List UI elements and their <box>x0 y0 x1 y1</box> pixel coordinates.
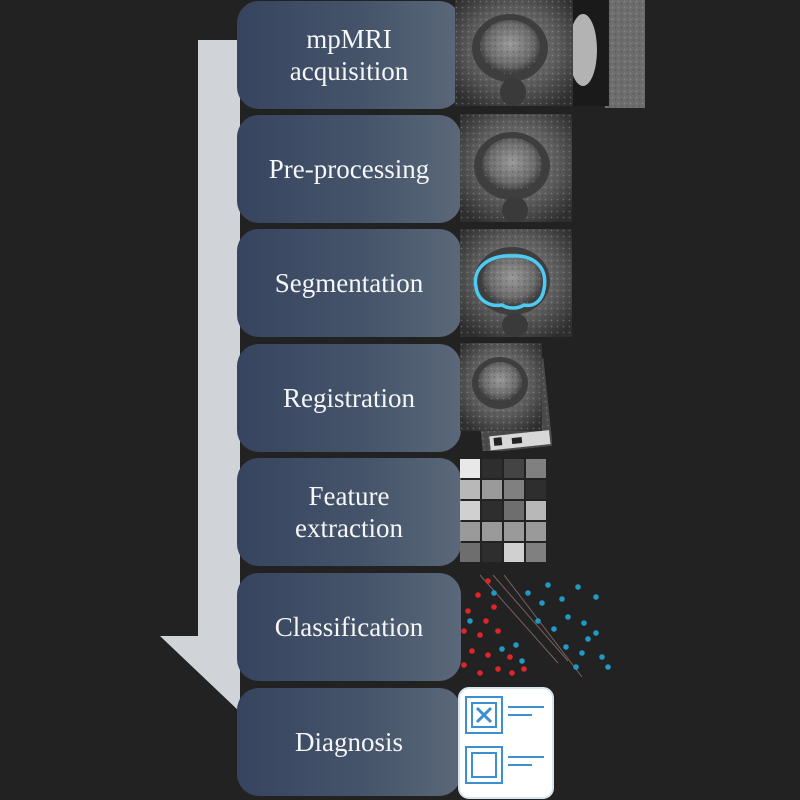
scatter-point <box>483 618 489 624</box>
feature-cell <box>482 480 502 499</box>
scatter-point <box>565 614 571 620</box>
scatter-point <box>519 658 525 664</box>
feature-cell <box>460 480 480 499</box>
scatter-point <box>585 636 591 642</box>
feature-cell <box>504 480 524 499</box>
scatter-point <box>551 626 557 632</box>
scatter-point <box>593 630 599 636</box>
scatter-point <box>521 666 527 672</box>
step-mpmri-acquisition: mpMRI acquisition <box>237 1 461 109</box>
feature-cell <box>482 501 502 520</box>
feature-grid-icon <box>460 459 546 562</box>
step-diagnosis: Diagnosis <box>237 688 461 796</box>
scatter-point <box>485 578 491 584</box>
scatter-point <box>507 654 513 660</box>
step-label: Pre-processing <box>268 154 430 184</box>
scatter-point <box>467 618 473 624</box>
scatter-point <box>599 654 605 660</box>
mri-slice-icon <box>460 114 572 222</box>
scatter-point <box>491 590 497 596</box>
scatter-point <box>581 620 587 626</box>
feature-cell <box>504 501 524 520</box>
scatter-point <box>575 584 581 590</box>
step-pre-processing: Pre-processing <box>237 115 461 223</box>
feature-cell <box>526 522 546 541</box>
feature-cell <box>482 522 502 541</box>
scatter-point <box>465 608 471 614</box>
scatter-point <box>605 664 611 670</box>
scatter-point <box>491 604 497 610</box>
report-document-icon <box>458 687 554 799</box>
feature-cell <box>504 543 524 562</box>
feature-cell <box>504 459 524 478</box>
scatter-point <box>573 664 579 670</box>
scatter-point <box>461 662 467 668</box>
scatter-point <box>477 670 483 676</box>
scatter-point <box>525 590 531 596</box>
scatter-point <box>539 600 545 606</box>
scatter-point <box>495 628 501 634</box>
feature-cell <box>482 543 502 562</box>
step-label: mpMRI acquisition <box>289 24 409 86</box>
feature-cell <box>526 459 546 478</box>
scatter-point <box>469 648 475 654</box>
step-label: Diagnosis <box>295 727 403 757</box>
scatter-point <box>475 592 481 598</box>
registered-slices-icon <box>460 343 552 451</box>
scatter-point <box>593 594 599 600</box>
scatter-point <box>499 646 505 652</box>
segmented-prostate-icon <box>460 229 572 337</box>
feature-cell <box>482 459 502 478</box>
step-label: Segmentation <box>274 268 424 298</box>
scatter-point <box>579 650 585 656</box>
scatter-point <box>513 642 519 648</box>
scatter-point <box>509 670 515 676</box>
step-classification: Classification <box>237 573 461 681</box>
scatter-point <box>545 582 551 588</box>
feature-cell <box>460 459 480 478</box>
feature-cell <box>526 480 546 499</box>
scatter-point <box>535 618 541 624</box>
feature-cell <box>460 501 480 520</box>
feature-cell <box>504 522 524 541</box>
scatter-point <box>485 652 491 658</box>
mri-slice-stack-icon <box>455 0 645 108</box>
feature-cell <box>460 522 480 541</box>
scatter-point <box>563 644 569 650</box>
scatter-point <box>477 632 483 638</box>
step-label: Registration <box>283 383 415 413</box>
step-label: Classification <box>274 612 424 642</box>
feature-cell <box>526 543 546 562</box>
step-label: Feature extraction <box>295 481 403 543</box>
scatter-point <box>559 596 565 602</box>
scatter-classifier-icon <box>461 574 611 678</box>
step-feature-extraction: Feature extraction <box>237 458 461 566</box>
scatter-point <box>495 666 501 672</box>
scatter-point <box>461 628 467 634</box>
feature-cell <box>460 543 480 562</box>
step-segmentation: Segmentation <box>237 229 461 337</box>
step-registration: Registration <box>237 344 461 452</box>
feature-cell <box>526 501 546 520</box>
